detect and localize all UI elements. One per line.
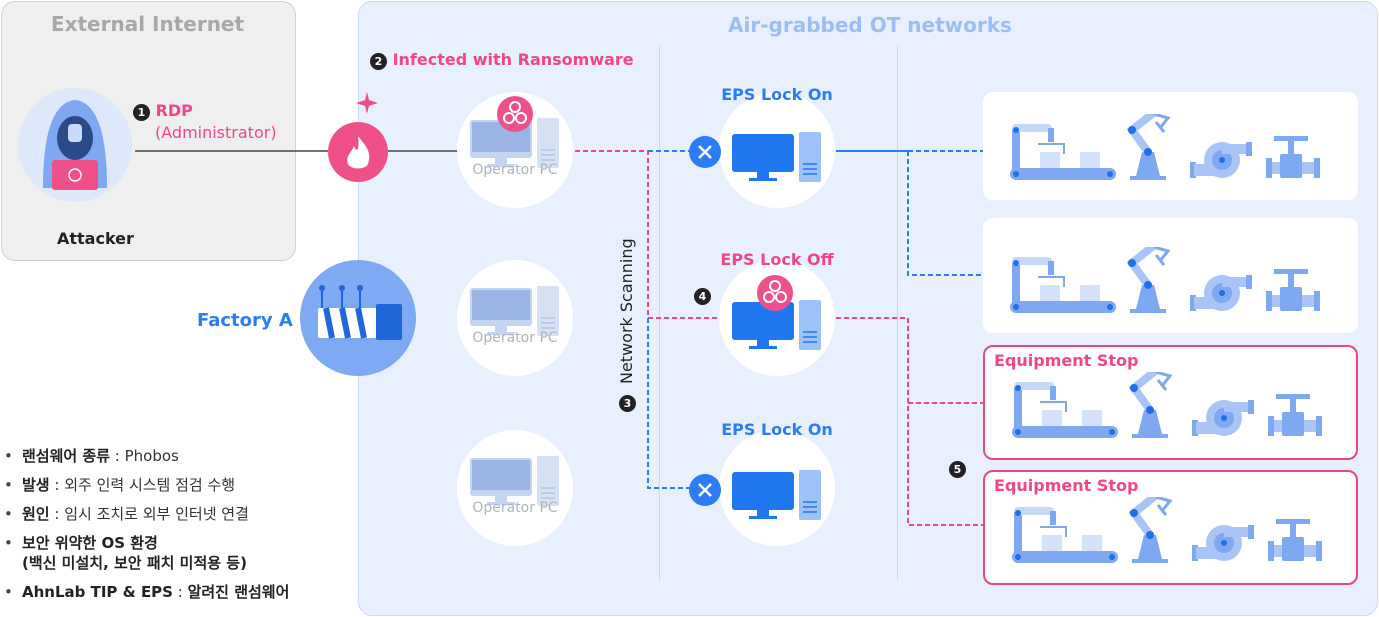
equipment-icons [1010,110,1320,180]
equipment-status: Equipment Stop [994,351,1139,370]
computer-icon [732,470,821,520]
step-number: 2 [370,53,387,70]
operator-pc-label: Operator PC [472,500,558,516]
eps-pc [719,260,835,376]
eps-pc [719,92,835,208]
factory-icon [300,260,416,376]
operator-pc-label: Operator PC [472,162,558,178]
step-number: 4 [694,288,711,305]
pump-icon [1190,142,1252,178]
note-item: 발생 : 외주 인력 시스템 점검 수행 [0,475,289,495]
step1-rdp: 1 RDP [133,101,193,121]
external-internet-title: External Internet [50,12,245,36]
robot-arm-icon [1128,368,1173,438]
robot-arm-icon [1126,243,1171,313]
infected-label: Infected with Ransomware [392,50,634,69]
equipment-icons [1012,368,1322,438]
blocked-x-icon [689,474,721,506]
incident-notes: 랜섬웨어 종류 : Phobos 발생 : 외주 인력 시스템 점검 수행 원인… [0,446,289,611]
equipment-icons [1012,493,1322,563]
pink-scan-path [575,150,720,319]
conveyor-icon [1012,507,1118,563]
note-item: 원인 : 임시 조치로 외부 인터넷 연결 [0,504,289,524]
eps-pc [719,430,835,546]
step-number: 3 [619,395,636,412]
note-item: 랜섬웨어 종류 : Phobos [0,446,289,466]
blue-eps-path [907,150,983,276]
divider [897,45,898,580]
eps-label: EPS Lock On [721,85,833,104]
step-number: 5 [949,461,966,478]
biohazard-icon [757,275,793,311]
valve-icon [1268,394,1322,436]
attacker-label: Attacker [57,229,134,248]
conveyor-icon [1010,124,1116,180]
valve-icon [1266,269,1320,311]
equipment-icons [1010,243,1320,313]
rdp-label: RDP [155,101,193,120]
conveyor-icon [1010,257,1116,313]
step4-marker: 4 [694,285,711,305]
factory-label: Factory A [197,310,293,331]
step3-marker: 3 [619,392,636,412]
operator-pc: Operator PC [457,260,573,376]
pink-eps-path [836,317,983,526]
blue-scan-path [647,150,690,489]
valve-icon [1266,136,1320,178]
step5-marker: 5 [949,458,966,478]
note-item: 보안 위약한 OS 환경(백신 미설치, 보안 패치 미적용 등) [0,533,289,573]
computer-icon [732,132,821,182]
network-scanning-label: Network Scanning [617,238,636,384]
computer-icon [470,286,559,336]
attacker-icon [18,88,132,202]
divider [659,45,660,580]
equipment-status: Equipment Stop [994,476,1139,495]
equipment-line: Equipment Stop [983,470,1358,585]
operator-pc: Operator PC [457,92,573,208]
biohazard-icon [497,96,533,132]
computer-icon [470,456,559,506]
step-number: 1 [133,104,150,121]
robot-arm-icon [1126,110,1171,180]
spark-icon [356,92,378,114]
ot-network-title: Air-grabbed OT networks [728,13,1012,37]
robot-arm-icon [1128,493,1173,563]
valve-icon [1268,519,1322,561]
pump-icon [1192,400,1254,436]
conveyor-icon [1012,382,1118,438]
eps-label: EPS Lock On [721,420,833,439]
pump-icon [1192,525,1254,561]
eps-label: EPS Lock Off [720,250,834,269]
note-item: AhnLab TIP & EPS : 알려진 랜섬웨어 [0,582,289,602]
operator-pc: Operator PC [457,430,573,546]
ransomware-bomb-icon [328,122,388,182]
blocked-x-icon [689,136,721,168]
equipment-line [983,92,1358,200]
equipment-line: Equipment Stop [983,345,1358,460]
operator-pc-label: Operator PC [472,330,558,346]
step2-infected: 2 Infected with Ransomware [370,50,634,70]
rdp-sub-label: (Administrator) [155,123,277,142]
pump-icon [1190,275,1252,311]
equipment-line [983,218,1358,333]
